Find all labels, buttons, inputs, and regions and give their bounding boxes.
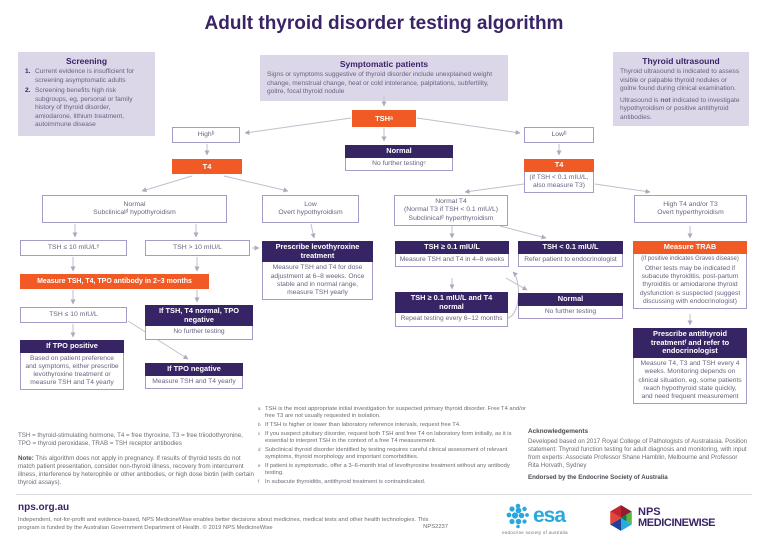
- esa-logo: esa endocrine society of australia: [490, 502, 580, 535]
- trab-subline: (if positive indicates Graves disease): [641, 255, 739, 262]
- ultrasound-heading: Thyroid ultrasound: [642, 56, 720, 66]
- esa-subtitle: endocrine society of australia: [502, 530, 568, 535]
- nps-wordmark-line2: MEDICINEWISE: [638, 517, 716, 529]
- node-tsh: TSHᵃ: [352, 110, 416, 127]
- nps-wordmark-line1: NPS: [638, 505, 661, 518]
- node-low: Lowᵇ: [524, 127, 594, 143]
- document-code: NPS2237: [423, 524, 448, 530]
- node-tsh-le10-first: TSH ≤ 10 mIU/Lᵉ: [20, 240, 127, 256]
- ultrasound-para1: Thyroid ultrasound is indicated to asses…: [620, 68, 740, 93]
- abbreviations: TSH = thyroid-stimulating hormone, T4 = …: [18, 432, 243, 447]
- node-measure-trab: Measure TRAB (if positive indicates Grav…: [633, 241, 747, 309]
- nps-hexagon-icon: [610, 505, 632, 531]
- screening-panel: Screening 1. Current evidence is insuffi…: [18, 52, 155, 136]
- node-tsh-ge01: TSH ≥ 0.1 mIU/L Measure TSH and T4 in 4–…: [395, 241, 509, 267]
- node-tpo-negative: If TPO negative Measure TSH and T4 yearl…: [145, 363, 243, 389]
- node-high: Highᵇ: [172, 127, 240, 143]
- nps-website-link[interactable]: nps.org.au: [18, 502, 70, 513]
- node-t4-right: T4 (if TSH < 0.1 mIU/L, also measure T3): [524, 159, 594, 194]
- symptomatic-heading: Symptomatic patients: [339, 59, 429, 69]
- node-tsh-gt10: TSH > 10 mIU/L: [145, 240, 250, 256]
- node-subclinical-hyperthyroidism: Normal T4 (Normal T3 if TSH < 0.1 mIU/L)…: [394, 195, 508, 226]
- node-normal-right: Normal No further testing: [518, 293, 623, 319]
- trab-body: Other tests may be indicated if subacute…: [639, 265, 741, 305]
- symptomatic-panel: Symptomatic patients Signs or symptoms s…: [260, 55, 508, 101]
- node-prescribe-antithyroid: Prescribe antithyroid treatmentᶠ and ref…: [633, 328, 747, 405]
- ultrasound-panel: Thyroid ultrasound Thyroid ultrasound is…: [613, 52, 749, 127]
- node-normal-tsh: Normal No further testingᶜ: [345, 145, 453, 171]
- nps-medicinewise-logo: NPS MEDICINEWISE: [608, 504, 715, 532]
- node-t4-left: T4: [172, 159, 242, 174]
- screening-heading: Screening: [65, 56, 108, 66]
- node-overt-hyperthyroidism: High T4 and/or T3 Overt hyperthyroidism: [634, 195, 747, 223]
- acknowledgements-heading: Acknowledgements: [528, 428, 589, 435]
- node-overt-hypothyroidism: Low Overt hypothyroidism: [262, 195, 359, 223]
- node-measure-tsh-t4-tpo-bar: Measure TSH, T4, TPO antibody in 2–3 mon…: [20, 274, 209, 289]
- node-subclinical-hypothyroidism: Normal Subclinicalᵈ hypothyroidism: [42, 195, 227, 223]
- acknowledgements: Acknowledgements Developed based on 2017…: [528, 428, 749, 482]
- screening-item-2: 2. Screening benefits high risk subgroup…: [25, 87, 133, 129]
- endorsement: Endorsed by the Endocrine Society of Aus…: [528, 473, 668, 481]
- esa-wordmark: esa: [532, 504, 566, 527]
- page-title: Adult thyroid disorder testing algorithm: [204, 13, 564, 34]
- node-tpo-positive: If TPO positive Based on patient prefere…: [20, 340, 124, 391]
- acknowledgements-body: Developed based on 2017 Royal College of…: [528, 438, 748, 469]
- esa-dot-sphere-icon: [506, 503, 529, 529]
- node-tsh-lt01: TSH < 0.1 mIU/L Refer patient to endocri…: [518, 241, 623, 267]
- node-prescribe-levothyroxine: Prescribe levothyroxine treatment Measur…: [262, 241, 373, 301]
- footer-divider: [16, 494, 752, 495]
- node-tsh-le10-second: TSH ≤ 10 mIU/L: [20, 307, 127, 323]
- screening-item-1: 1. Current evidence is insufficient for …: [25, 68, 135, 84]
- ultrasound-para2: Ultrasound is not indicated to investiga…: [620, 96, 740, 121]
- footer-fine-print: Independent, not-for-profit and evidence…: [18, 517, 429, 531]
- node-ge01-and-t4-normal: TSH ≥ 0.1 mIU/L and T4 normal Repeat tes…: [395, 292, 508, 327]
- symptomatic-body: Signs or symptoms suggestive of thyroid …: [267, 71, 493, 96]
- node-tsh-t4-normal-tpo-negative: If TSH, T4 normal, TPO negative No furth…: [145, 305, 253, 340]
- note: Note: This algorithm does not apply in p…: [18, 455, 254, 486]
